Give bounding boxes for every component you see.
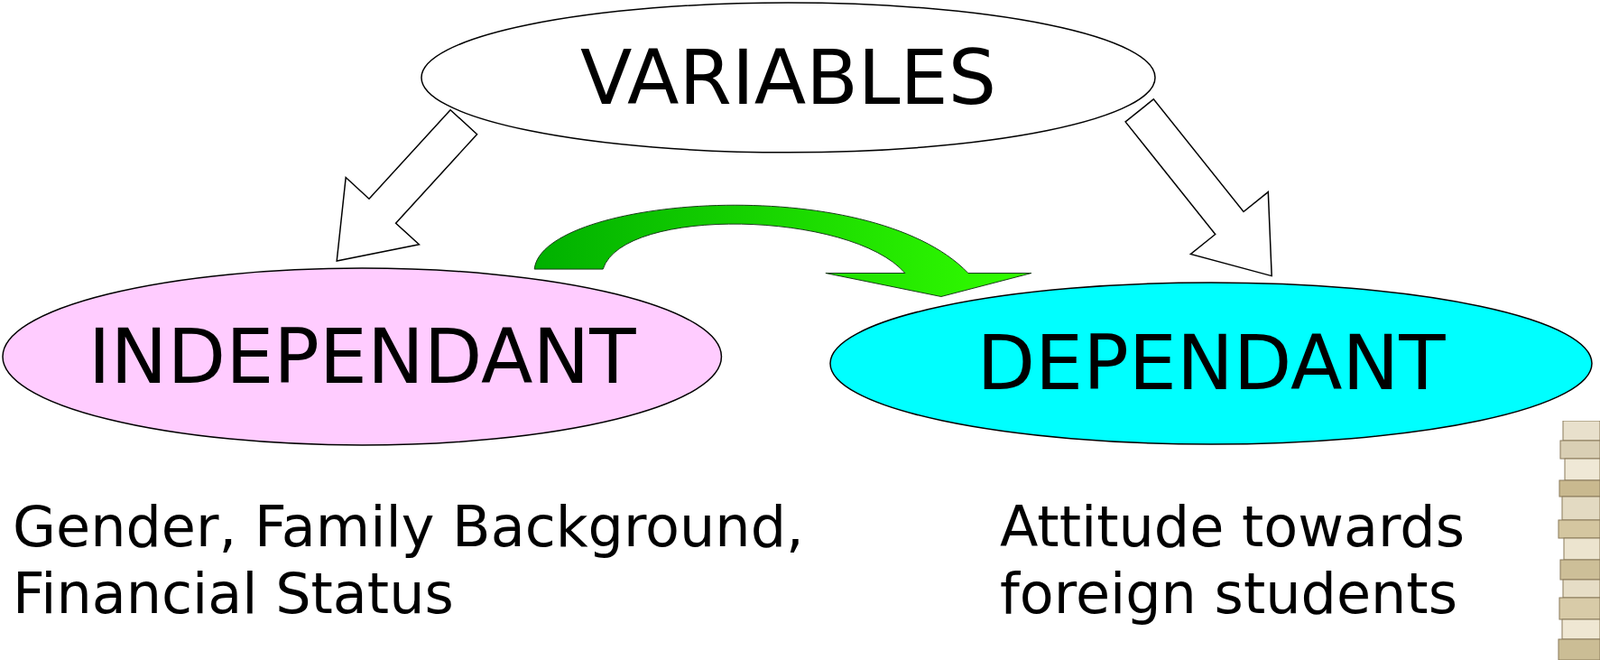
example-text: Gender, Family Background, Financial Sta… — [12, 493, 916, 629]
dependent-ellipse: DEPENDANT — [829, 281, 1593, 445]
block-arrow — [1125, 99, 1272, 277]
ellipse-shape — [830, 282, 1592, 444]
block-arrow — [336, 110, 477, 261]
book-stack — [1557, 420, 1600, 660]
independent-ellipse: INDEPENDANT — [1, 267, 722, 446]
node-title: INDEPENDANT — [88, 314, 637, 398]
ellipse-shape — [421, 2, 1156, 153]
node-title: VARIABLES — [580, 36, 997, 120]
influence-arrow — [534, 204, 1032, 296]
example-text: Attitude towards foreign students — [999, 493, 1560, 629]
node-title: DEPENDANT — [976, 321, 1445, 405]
ellipse-shape — [2, 268, 722, 445]
category-ellipse: VARIABLES — [420, 1, 1157, 154]
